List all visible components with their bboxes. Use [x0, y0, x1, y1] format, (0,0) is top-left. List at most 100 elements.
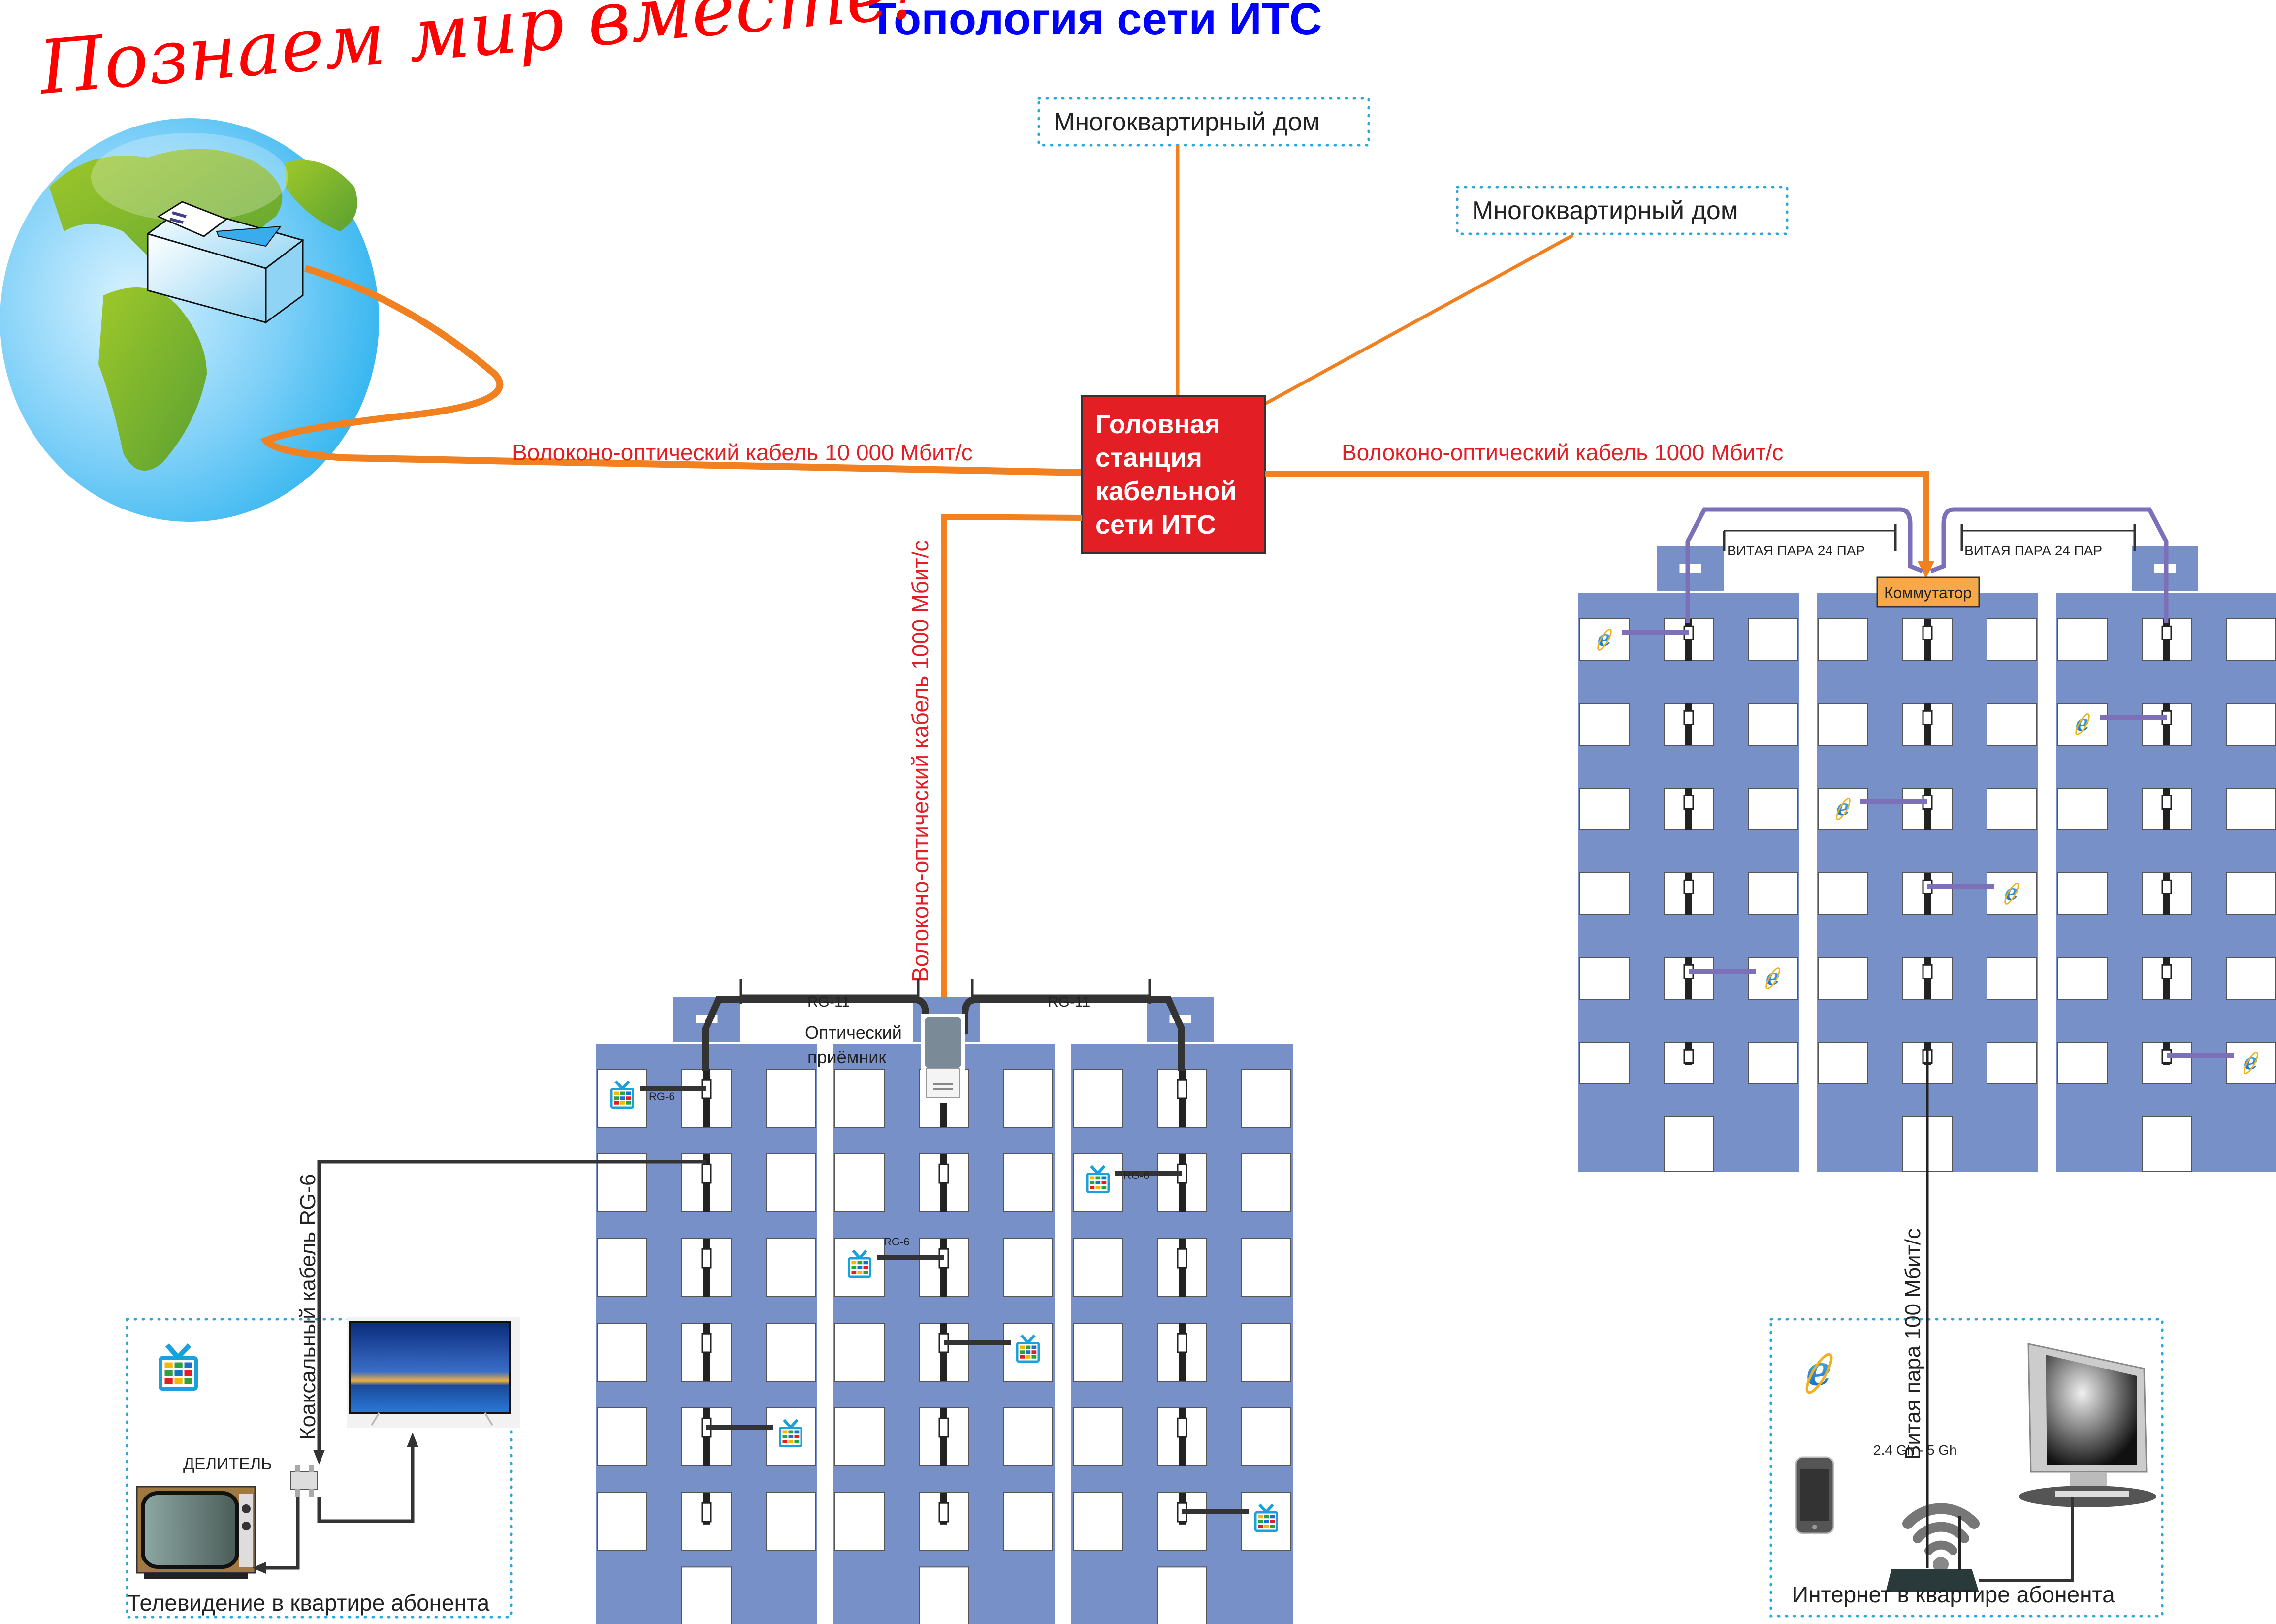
- window: [1748, 788, 1798, 830]
- wifi-router-icon[interactable]: [1886, 1503, 1980, 1592]
- coax-cable-label: Коаксальный кабель RG-6: [296, 1174, 320, 1440]
- window: [1818, 957, 1868, 1000]
- monitor-icon: [2019, 1343, 2156, 1507]
- head-station-line-3: кабельной: [1095, 477, 1237, 506]
- window: [2226, 872, 2276, 915]
- window: [2226, 618, 2276, 661]
- ethernet-to-pc: [1979, 1497, 2074, 1582]
- twisted-pair-label: Витая пара 100 Мбит/с: [1901, 1228, 1925, 1460]
- smartphone-icon: [1795, 1456, 1834, 1534]
- window: [766, 1238, 816, 1297]
- window: [834, 1069, 885, 1128]
- window: [1987, 1042, 2037, 1084]
- internet-apartment-box: [1769, 1318, 2164, 1618]
- tap-box: [938, 1417, 949, 1438]
- window: [2057, 1042, 2108, 1084]
- browser-icon: [1803, 1346, 1836, 1395]
- apartment-block-1: [1037, 97, 1370, 147]
- rg11-label-left: RG-11: [807, 994, 850, 1010]
- flat-tv-icon: [347, 1317, 520, 1428]
- uplink-label: Волоконо-оптический кабель 10 000 Мбит/с: [512, 440, 973, 465]
- switch-box[interactable]: Коммутатор: [1876, 576, 1980, 608]
- arrow-icon: [407, 1433, 418, 1447]
- entrance-door: [1157, 1566, 1207, 1624]
- head-station[interactable]: Головная станция кабельной сети ИТС: [1081, 395, 1266, 554]
- window: [1579, 1042, 1630, 1084]
- window: [597, 1492, 647, 1551]
- window: [1003, 1492, 1053, 1551]
- window: [766, 1069, 816, 1128]
- window: [2057, 872, 2108, 915]
- tap-box: [1683, 1049, 1694, 1064]
- rg11-trunk: [702, 979, 1185, 1071]
- page-title: Топология сети ИТС: [869, 0, 1322, 44]
- window: [834, 1323, 885, 1382]
- globe-icon: [0, 118, 379, 522]
- rg6-label: RG-6: [884, 1236, 910, 1248]
- internet-building-complex: [1578, 546, 2276, 1173]
- coax-to-retro-tv: [258, 1497, 300, 1570]
- window: [2057, 788, 2108, 830]
- tap-box: [2161, 625, 2172, 641]
- tv-apartment-caption: Телевидение в квартире абонента: [127, 1590, 490, 1616]
- window: [1987, 703, 2037, 746]
- window: [1073, 1069, 1123, 1128]
- apartment-block-1-label: Многоквартирный дом: [1054, 108, 1320, 136]
- window: [1003, 1238, 1053, 1297]
- browser-icon: [1595, 624, 1614, 653]
- rg6-label: RG-6: [649, 1090, 675, 1103]
- optical-receiver[interactable]: [921, 1014, 965, 1103]
- window: [1003, 1153, 1053, 1212]
- tap-box: [701, 1163, 712, 1184]
- window: [1073, 1407, 1123, 1466]
- window: [1748, 703, 1798, 746]
- window: [1003, 1407, 1053, 1466]
- wifi-band-label: 2.4 Gh - 5 Gh: [1873, 1442, 1957, 1458]
- link-block-2: [1264, 233, 1574, 406]
- twisted-pair-label-right: ВИТАЯ ПАРА 24 ПАР: [1964, 543, 2102, 558]
- tap-box: [1922, 710, 1933, 726]
- tap-box: [2161, 795, 2172, 810]
- window: [1241, 1153, 1291, 1212]
- head-station-line-1: Головная: [1095, 410, 1220, 439]
- window: [766, 1153, 816, 1212]
- window: [1818, 618, 1868, 661]
- fiber-to-internet-complex: [1265, 471, 1929, 571]
- browser-icon: [2002, 878, 2021, 907]
- browser-icon: [1763, 963, 1783, 991]
- window: [1073, 1492, 1123, 1551]
- tv-app-icon: [159, 1345, 198, 1391]
- head-station-line-2: станция: [1095, 443, 1202, 473]
- window: [834, 1407, 885, 1466]
- apartment-block-2: [1456, 186, 1789, 235]
- building: [833, 1044, 1055, 1624]
- window: [1241, 1238, 1291, 1297]
- window: [1818, 703, 1868, 746]
- window: [597, 1407, 647, 1466]
- internet-apartment-caption: Интернет в квартире абонента: [1792, 1582, 2115, 1607]
- network-switch-icon: [146, 201, 305, 324]
- tap-box: [1177, 1079, 1187, 1099]
- tap-box: [1922, 625, 1933, 641]
- entrance-door: [2142, 1116, 2192, 1173]
- receiver-label-2: приёмник: [807, 1047, 886, 1067]
- window: [766, 1323, 816, 1382]
- tap-box: [938, 1502, 949, 1523]
- arrow-icon: [252, 1562, 266, 1574]
- building: [596, 1044, 817, 1624]
- window: [2226, 957, 2276, 1000]
- window: [1003, 1069, 1053, 1128]
- window: [1073, 1238, 1123, 1297]
- browser-icon: [1833, 794, 1853, 822]
- window: [1073, 1323, 1123, 1382]
- tap-box: [1177, 1333, 1187, 1353]
- tv-link-label: Волоконо-оптический кабель 1000 Мбит/с: [907, 541, 933, 982]
- tap-box: [701, 1333, 712, 1353]
- tap-box: [701, 1248, 712, 1269]
- building: [1578, 593, 1799, 1173]
- fiber-uplink: [260, 265, 1084, 476]
- window: [1987, 788, 2037, 830]
- twisted-pair-trunk: [1685, 507, 2169, 623]
- splitter-icon[interactable]: [290, 1465, 318, 1497]
- window: [834, 1492, 885, 1551]
